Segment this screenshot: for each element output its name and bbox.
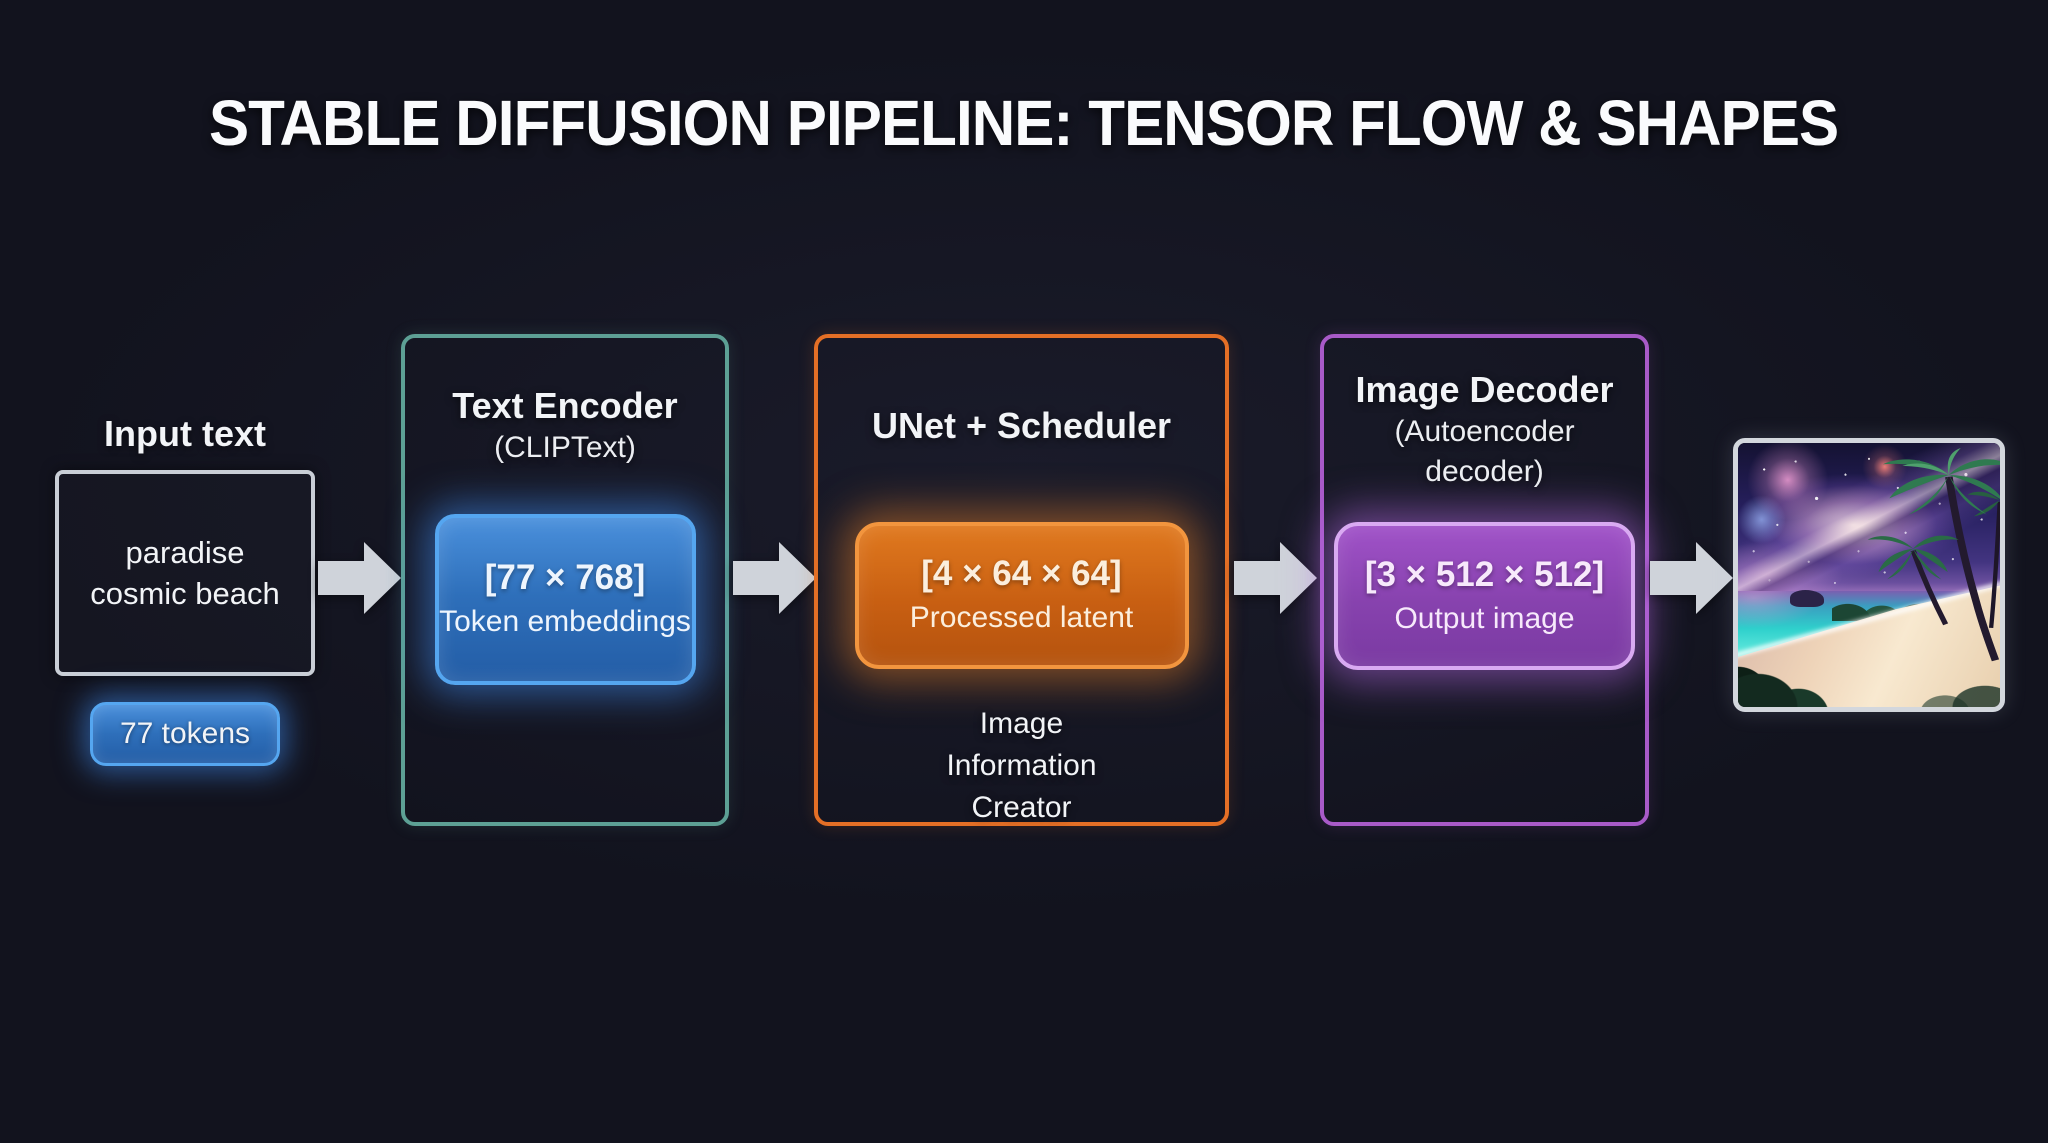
generated-image	[1738, 443, 2000, 707]
arrow-head	[1280, 542, 1317, 614]
palm-trees-icon	[1867, 448, 2000, 662]
prompt-text: paradise cosmic beach	[90, 535, 280, 611]
tensor-label: Token embeddings	[439, 605, 691, 638]
image-decoder-subtitle: (Autoencoder decoder)	[1394, 415, 1575, 488]
input-text-label: Input text	[104, 413, 266, 454]
foreground-foliage-right	[1900, 667, 2000, 707]
image-decoder-title: Image Decoder	[1355, 369, 1614, 410]
arrow-head	[1696, 542, 1733, 614]
prompt-box: paradise cosmic beach	[55, 470, 315, 676]
island-silhouette	[1790, 589, 1825, 607]
tensor-shape: [4 × 64 × 64]	[921, 554, 1122, 593]
arrow-head	[779, 542, 816, 614]
flow-arrow-3	[1234, 542, 1317, 614]
stage-text-encoder: Text Encoder (CLIPText) [77 × 768] Token…	[401, 334, 729, 826]
unet-title: UNet + Scheduler	[871, 405, 1172, 446]
arrow-head	[364, 542, 401, 614]
output-image-tensor: [3 × 512 × 512] Output image	[1334, 522, 1635, 670]
flow-arrow-2	[733, 542, 816, 614]
arrow-shaft	[1234, 561, 1280, 595]
arrow-shaft	[318, 561, 364, 595]
stage-unet-scheduler: UNet + Scheduler [4 × 64 × 64] Processed…	[814, 334, 1229, 826]
token-count-badge: 77 tokens	[89, 702, 281, 766]
text-encoder-subtitle: (CLIPText)	[494, 431, 636, 464]
tensor-label: Processed latent	[909, 601, 1134, 634]
arrow-shaft	[733, 561, 779, 595]
tensor-shape: [3 × 512 × 512]	[1364, 554, 1605, 594]
stage-image-decoder: Image Decoder (Autoencoder decoder) [3 ×…	[1320, 334, 1649, 826]
unet-caption: Image Information Creator	[946, 707, 1097, 824]
processed-latent-tensor: [4 × 64 × 64] Processed latent	[854, 522, 1189, 669]
flow-arrow-4	[1650, 542, 1733, 614]
page-title: STABLE DIFFUSION PIPELINE: TENSOR FLOW &…	[0, 86, 2048, 160]
tensor-shape: [77 × 768]	[484, 558, 646, 597]
page-title-text: STABLE DIFFUSION PIPELINE: TENSOR FLOW &…	[209, 87, 1839, 159]
arrow-shaft	[1650, 561, 1696, 595]
generated-image-frame	[1733, 438, 2005, 712]
foreground-foliage-left	[1738, 638, 1849, 707]
stage-input-text: Input text paradise cosmic beach 77 toke…	[55, 412, 315, 766]
tensor-label: Output image	[1394, 601, 1575, 635]
text-encoder-title: Text Encoder	[452, 385, 678, 426]
flow-arrow-1	[318, 542, 401, 614]
token-embeddings-tensor: [77 × 768] Token embeddings	[434, 514, 696, 685]
